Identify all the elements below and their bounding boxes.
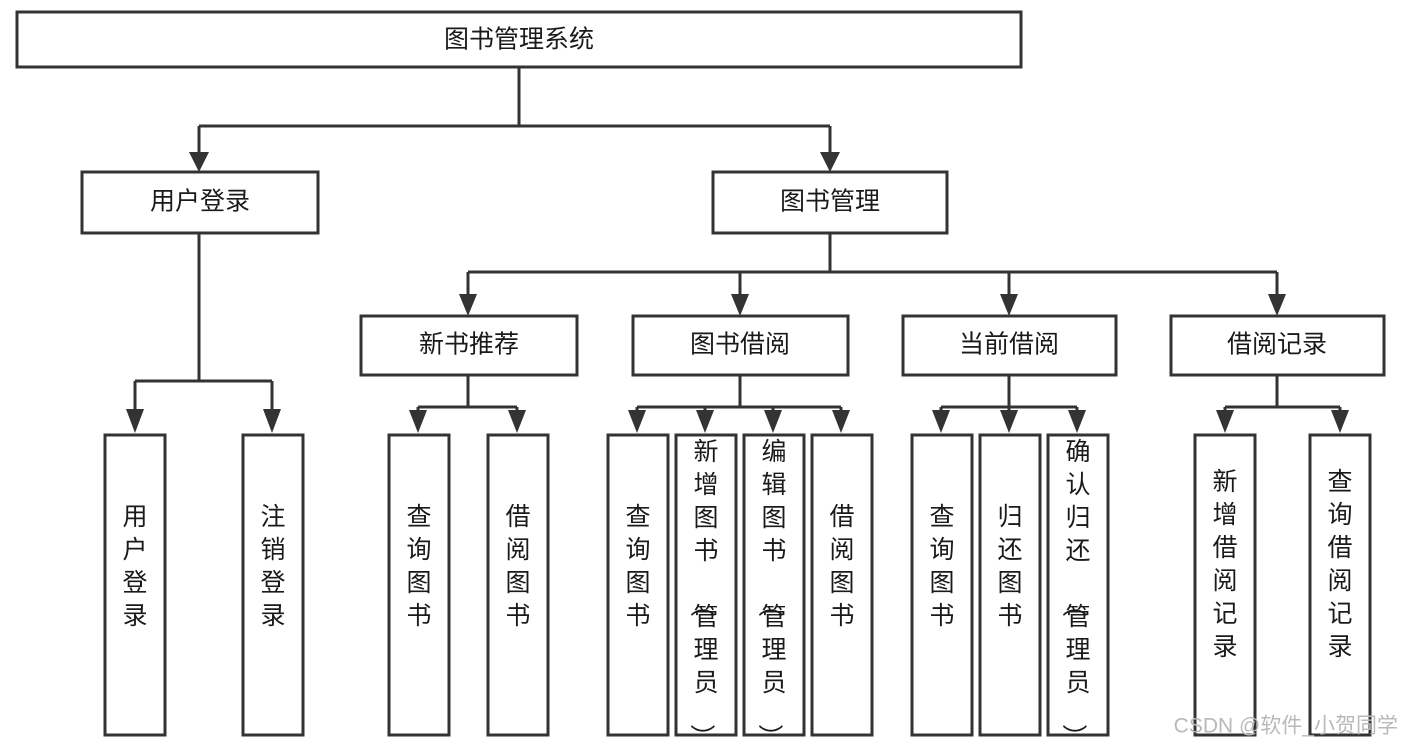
borrow-record-label: 借阅记录 bbox=[1227, 331, 1327, 359]
leaf-node-br-add-record[interactable]: 新增借阅记录 bbox=[1193, 433, 1257, 737]
borrow-record-box[interactable] bbox=[1169, 314, 1386, 377]
arrowhead-cb-leaf3 bbox=[1068, 410, 1086, 433]
leaf-box[interactable] bbox=[1046, 433, 1110, 737]
node-new-book-recommend[interactable]: 新书推荐 bbox=[359, 314, 579, 377]
leaf-label: 查询图书 bbox=[625, 503, 650, 630]
leaf-label: 查询图书 bbox=[929, 503, 954, 630]
new-book-recommend-label: 新书推荐 bbox=[419, 331, 519, 359]
arrowhead-book-mgmt bbox=[820, 152, 840, 172]
leaf-box[interactable] bbox=[241, 433, 305, 737]
leaf-node-bb-query-book[interactable]: 查询图书 bbox=[606, 433, 670, 737]
user-login-box[interactable] bbox=[80, 170, 320, 235]
book-management-label: 图书管理 bbox=[780, 188, 880, 216]
leaf-box[interactable] bbox=[978, 433, 1042, 737]
leaf-node-bb-add-book-admin[interactable]: 新增图书（管理员） bbox=[674, 433, 738, 747]
leaf-label: 确认归还（管理员） bbox=[1059, 438, 1090, 747]
arrowhead-cb-leaf2 bbox=[1000, 410, 1018, 433]
arrowhead-current-borrow bbox=[1000, 294, 1018, 316]
node-root-system[interactable]: 图书管理系统 bbox=[15, 10, 1023, 69]
leaf-box[interactable] bbox=[1308, 433, 1372, 737]
leaf-label: 借阅图书 bbox=[829, 503, 854, 630]
leaf-node-nbr-borrow-book[interactable]: 借阅图书 bbox=[486, 433, 550, 737]
leaf-node-bb-edit-book-admin[interactable]: 编辑图书（管理员） bbox=[742, 433, 806, 747]
root-label: 图书管理系统 bbox=[444, 26, 594, 54]
leaf-label: 查询图书 bbox=[406, 503, 431, 630]
leaf-label: 编辑图书（管理员） bbox=[755, 438, 786, 747]
leaf-box[interactable] bbox=[387, 433, 451, 737]
leaf-node-nbr-query-book[interactable]: 查询图书 bbox=[387, 433, 451, 737]
node-book-management[interactable]: 图书管理 bbox=[711, 170, 949, 235]
leaf-node-logout-action[interactable]: 注销登录 bbox=[241, 433, 305, 737]
leaf-box[interactable] bbox=[606, 433, 670, 737]
leaf-label: 用户登录 bbox=[122, 503, 147, 630]
leaf-label: 查询借阅记录 bbox=[1327, 468, 1352, 661]
node-current-borrow[interactable]: 当前借阅 bbox=[901, 314, 1118, 377]
user-login-label: 用户登录 bbox=[150, 188, 250, 216]
connector-layer bbox=[126, 67, 1349, 433]
arrowhead-leaf-user-login bbox=[126, 409, 144, 433]
arrowhead-user-login bbox=[189, 152, 209, 172]
root-box[interactable] bbox=[15, 10, 1023, 69]
leaf-label: 新增图书（管理员） bbox=[687, 438, 718, 747]
leaf-box[interactable] bbox=[674, 433, 738, 737]
book-management-box[interactable] bbox=[711, 170, 949, 235]
leaf-node-cb-confirm-return-admin[interactable]: 确认归还（管理员） bbox=[1046, 433, 1110, 747]
arrowhead-cb-leaf1 bbox=[932, 410, 950, 433]
arrowhead-new-book bbox=[459, 294, 477, 316]
arrowhead-nbr-leaf1 bbox=[409, 410, 427, 433]
new-book-recommend-box[interactable] bbox=[359, 314, 579, 377]
leaf-label: 新增借阅记录 bbox=[1212, 468, 1237, 661]
arrowhead-bb-leaf4 bbox=[832, 410, 850, 433]
leaf-box[interactable] bbox=[910, 433, 974, 737]
leaf-node-user-login-action[interactable]: 用户登录 bbox=[103, 433, 167, 737]
leaf-node-cb-return-book[interactable]: 归还图书 bbox=[978, 433, 1042, 737]
arrowhead-book-borrow bbox=[731, 294, 749, 316]
leaf-box[interactable] bbox=[103, 433, 167, 737]
watermark-label: CSDN @软件_小贺同学 bbox=[1174, 715, 1398, 738]
current-borrow-box[interactable] bbox=[901, 314, 1118, 377]
arrowhead-bb-leaf3 bbox=[764, 410, 782, 433]
book-borrow-label: 图书借阅 bbox=[690, 331, 790, 359]
arrowhead-leaf-logout bbox=[263, 409, 281, 433]
node-book-borrow[interactable]: 图书借阅 bbox=[631, 314, 850, 377]
leaf-box[interactable] bbox=[810, 433, 874, 737]
node-borrow-record[interactable]: 借阅记录 bbox=[1169, 314, 1386, 377]
leaf-node-bb-borrow-book[interactable]: 借阅图书 bbox=[810, 433, 874, 737]
leaf-node-cb-query-book[interactable]: 查询图书 bbox=[910, 433, 974, 737]
leaf-box[interactable] bbox=[742, 433, 806, 737]
leaf-label: 借阅图书 bbox=[505, 503, 530, 630]
current-borrow-label: 当前借阅 bbox=[959, 331, 1059, 359]
arrowhead-borrow-record bbox=[1268, 294, 1286, 316]
arrowhead-bb-leaf1 bbox=[628, 410, 646, 433]
leaf-node-br-query-record[interactable]: 查询借阅记录 bbox=[1308, 433, 1372, 737]
arrowhead-bb-leaf2 bbox=[696, 410, 714, 433]
leaf-label: 注销登录 bbox=[260, 503, 285, 630]
arrowhead-nbr-leaf2 bbox=[508, 410, 526, 433]
arrowhead-br-leaf2 bbox=[1331, 410, 1349, 433]
book-borrow-box[interactable] bbox=[631, 314, 850, 377]
node-user-login[interactable]: 用户登录 bbox=[80, 170, 320, 235]
leaf-label: 归还图书 bbox=[997, 503, 1022, 630]
leaf-box[interactable] bbox=[486, 433, 550, 737]
arrowhead-br-leaf1 bbox=[1216, 410, 1234, 433]
leaf-box[interactable] bbox=[1193, 433, 1257, 737]
